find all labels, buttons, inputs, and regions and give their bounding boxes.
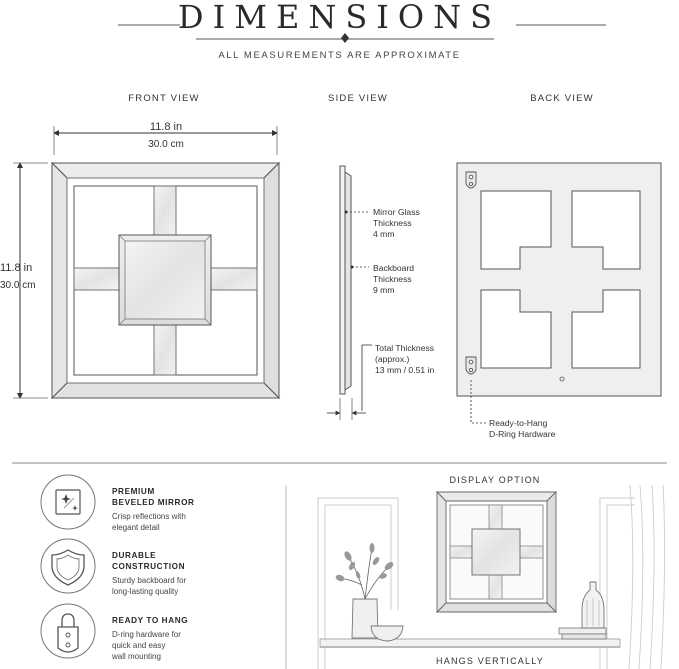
display-scene	[317, 484, 666, 669]
feature-ready-to-hang: READY TO HANG D-ring hardware for quick …	[112, 616, 189, 661]
width-centimeters: 30.0 cm	[148, 139, 184, 150]
back-view-label: BACK VIEW	[530, 93, 594, 104]
feature-beveled-mirror: PREMIUM BEVELED MIRROR Crisp reflections…	[112, 487, 195, 532]
d-ring-icon	[40, 603, 96, 659]
height-inches: 11.8 in	[0, 262, 33, 274]
back-view-board	[456, 162, 662, 397]
front-view-label: FRONT VIEW	[128, 93, 200, 104]
front-view-mirror	[50, 161, 281, 400]
side-view-profile	[339, 165, 352, 395]
shield-icon	[40, 538, 96, 594]
d-ring-note: Ready-to-Hang D-Ring Hardware	[489, 418, 556, 439]
hangs-vertically-label: HANGS VERTICALLY	[436, 656, 544, 666]
total-thickness-note: Total Thickness (approx.) 13 mm / 0.51 i…	[375, 343, 435, 375]
feature-durable-construction: DURABLE CONSTRUCTION Sturdy backboard fo…	[112, 551, 187, 596]
title-divider	[118, 24, 606, 40]
backboard-note: Backboard Thickness 9 mm	[373, 263, 415, 295]
diamond-ornament-icon	[341, 33, 349, 43]
side-view-label: SIDE VIEW	[328, 93, 388, 104]
page-title: DIMENSIONS	[177, 0, 502, 36]
display-option-label: DISPLAY OPTION	[449, 475, 541, 485]
mirror-glass-note: Mirror Glass Thickness 4 mm	[373, 207, 420, 239]
sparkle-mirror-icon	[40, 474, 96, 530]
d-ring-hardware-icon	[465, 171, 477, 375]
page-subtitle: ALL MEASUREMENTS ARE APPROXIMATE	[218, 50, 461, 61]
